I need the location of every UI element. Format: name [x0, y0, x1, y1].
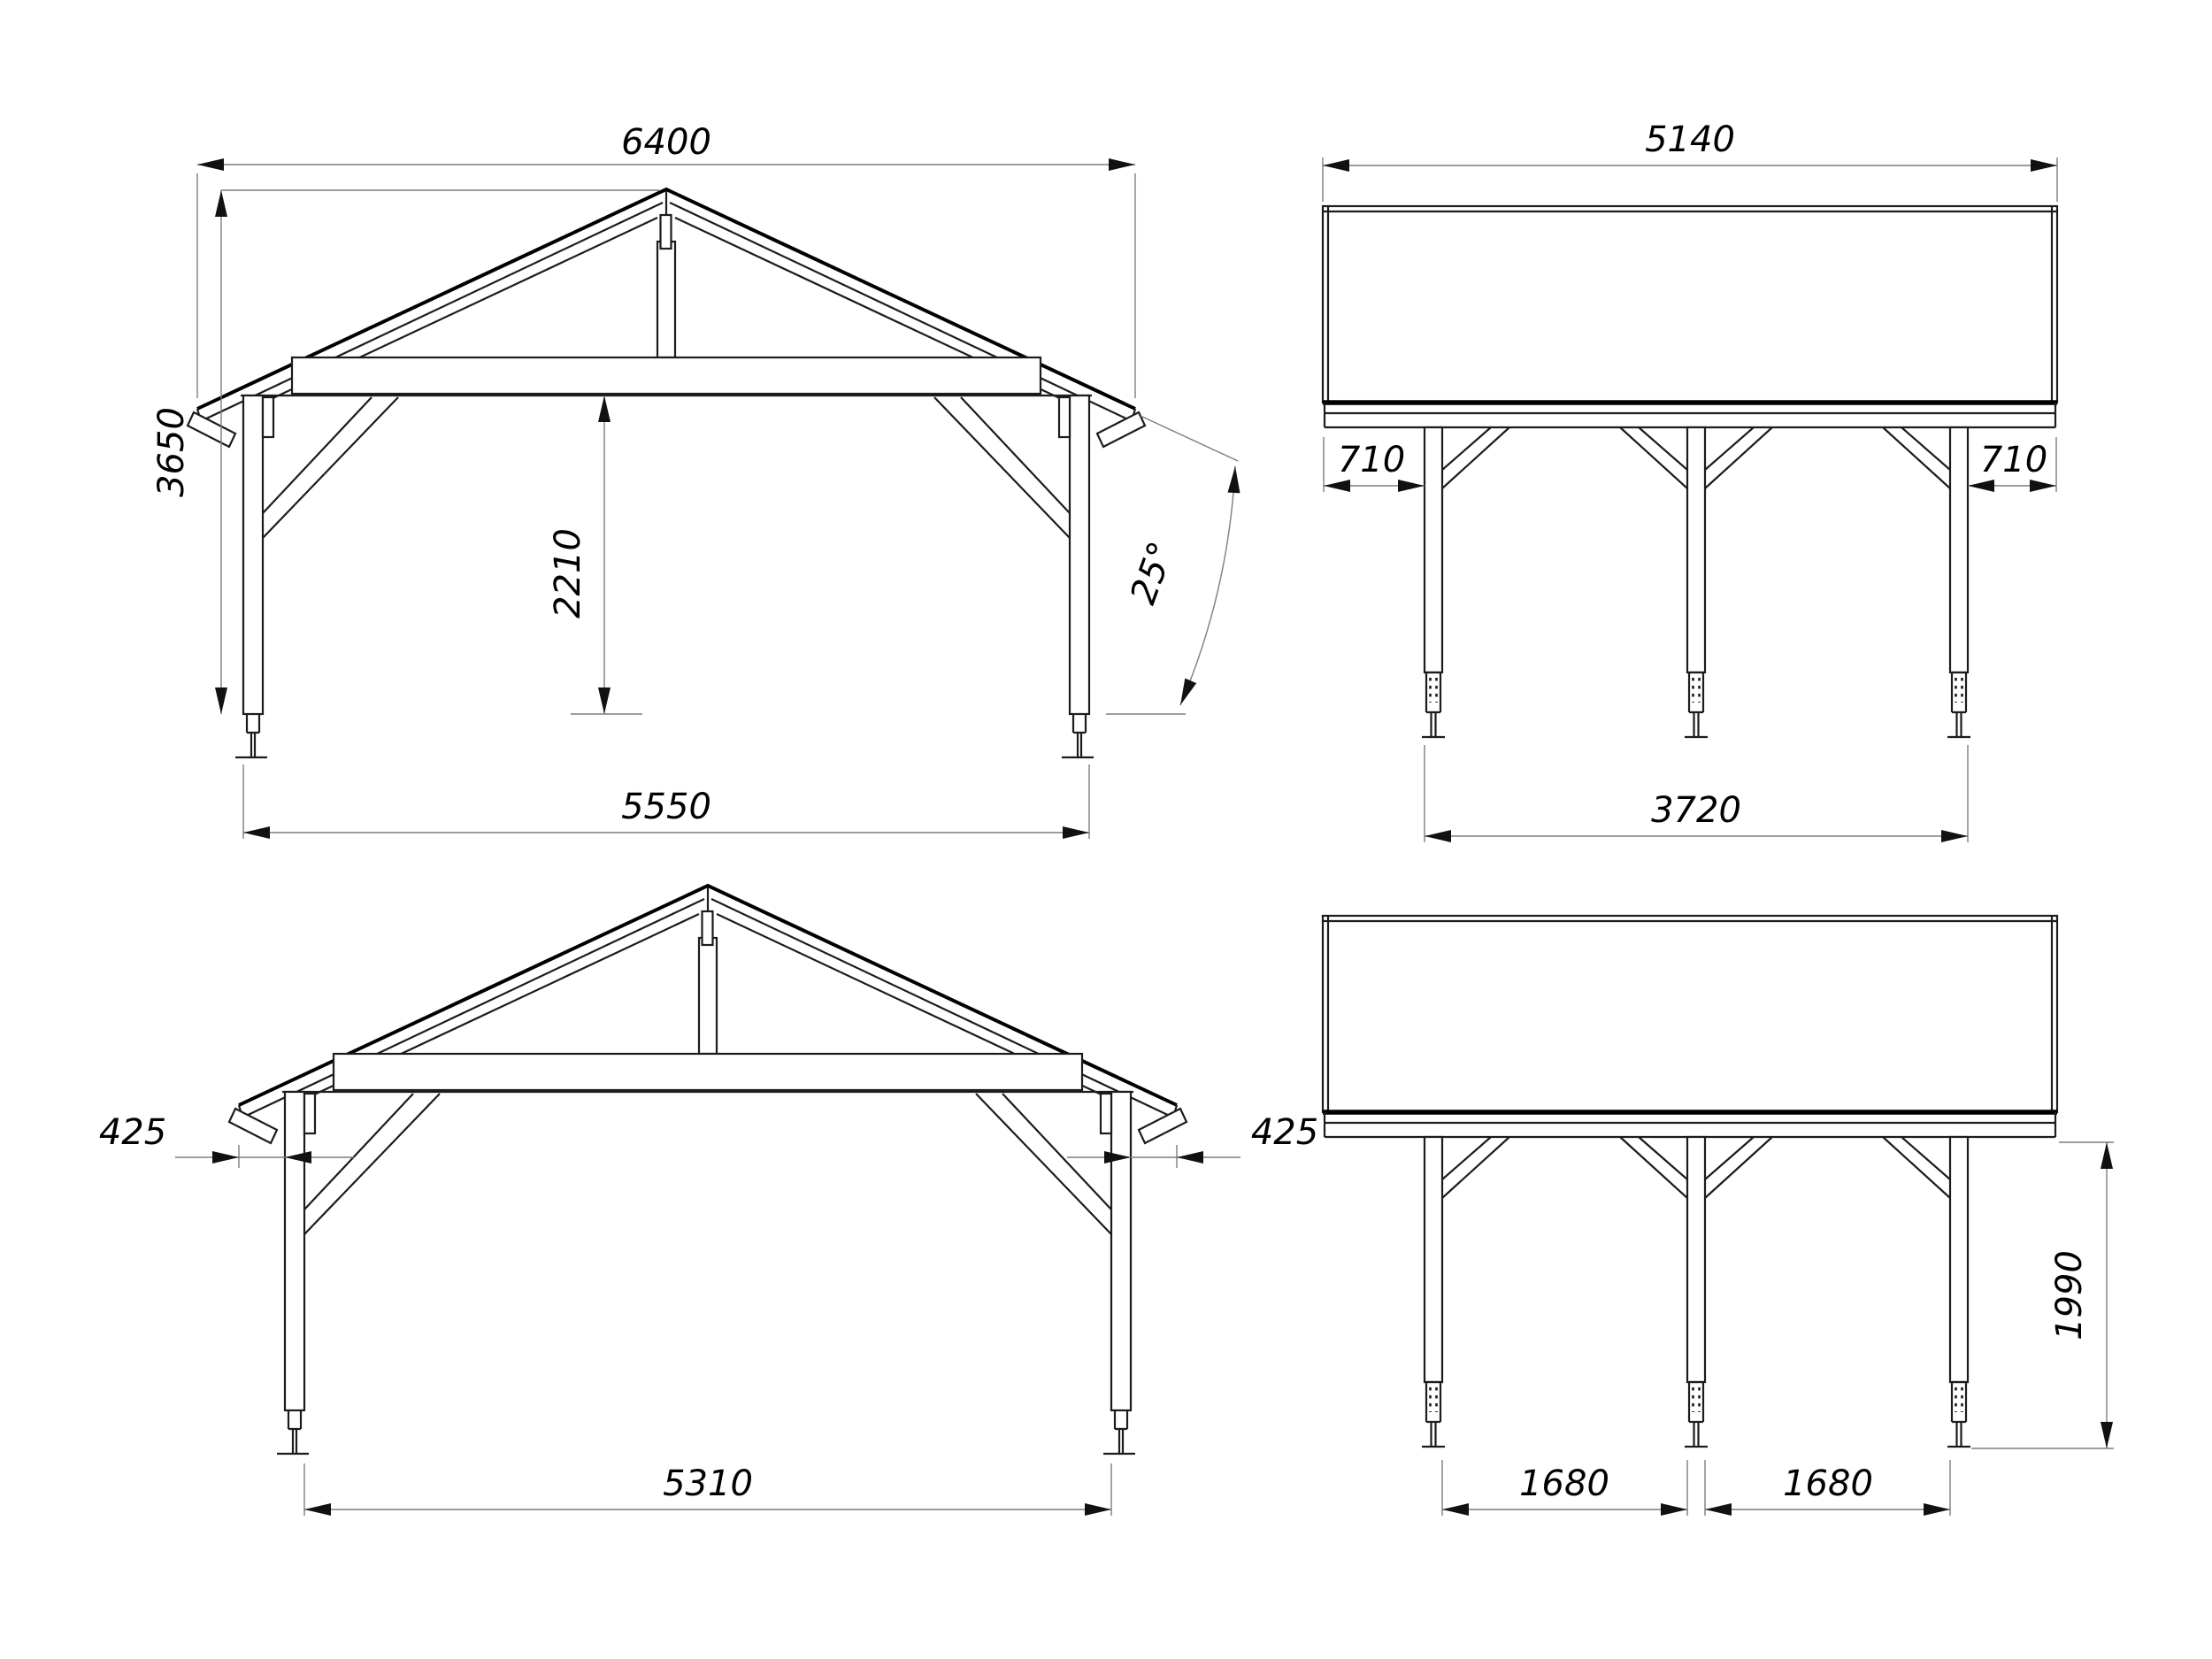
dim-post-span: 3720 [1424, 745, 1969, 842]
front-structure-instance [186, 188, 1147, 759]
view-side-bottom: 1680 1680 1990 [1323, 916, 2114, 1516]
dim-roof-pitch: 25° [1106, 415, 1240, 715]
angle-arc [1179, 465, 1240, 706]
dimension-label: 6400 [621, 122, 711, 163]
dimension-label: 1680 [1519, 1463, 1609, 1504]
dimension-label: 1990 [2049, 1250, 2090, 1340]
view-side-top: 5140 710 710 3720 [1323, 119, 2057, 842]
dimension-label: 710 [1338, 440, 1405, 480]
dim-post-height: 1990 [1971, 1141, 2114, 1449]
extension-lines [1424, 745, 1969, 842]
dimension-label: 25° [1123, 536, 1182, 609]
reference-stubs [1971, 1141, 2114, 1449]
dim-roof-width: 6400 [196, 122, 1136, 398]
front-structure-instance [227, 884, 1188, 1455]
dim-overhang-left: 425 [99, 1112, 354, 1168]
extension-lines [196, 173, 1136, 398]
dim-bay-left: 1680 [1441, 1460, 1688, 1516]
dim-clear-height: 2210 [548, 396, 642, 715]
side-structure-instance [1323, 206, 2057, 737]
dim-overhang-right: 425 [1067, 1112, 1318, 1168]
dimension-label: 5140 [1645, 119, 1735, 160]
view-front-top: 6400 3650 2210 5550 25° [151, 122, 1240, 839]
view-front-bottom: 425 425 5310 [99, 884, 1318, 1516]
dim-total-height: 3650 [151, 189, 659, 714]
dimension-label: 425 [99, 1112, 166, 1153]
dimension-label: 3650 [151, 407, 192, 497]
dim-overhang-left: 710 [1323, 437, 1425, 492]
dimension-label: 3720 [1651, 790, 1741, 831]
dim-bay-right: 1680 [1704, 1460, 1951, 1516]
dim-post-span: 5310 [303, 1463, 1112, 1516]
dim-post-span: 5550 [242, 764, 1090, 839]
dim-roof-length: 5140 [1322, 119, 2058, 202]
side-structure-instance [1323, 916, 2057, 1447]
dimension-label: 710 [1980, 440, 2047, 480]
dim-overhang-right: 710 [1968, 437, 2057, 492]
dimension-label: 5310 [663, 1463, 753, 1504]
slope-extension-and-base [1106, 415, 1239, 715]
dimension-label: 425 [1251, 1112, 1318, 1153]
dimension-label: 5550 [621, 787, 711, 827]
extension-lines [1322, 157, 2058, 202]
dimension-label: 2210 [548, 528, 588, 618]
dimension-label: 1680 [1783, 1463, 1873, 1504]
